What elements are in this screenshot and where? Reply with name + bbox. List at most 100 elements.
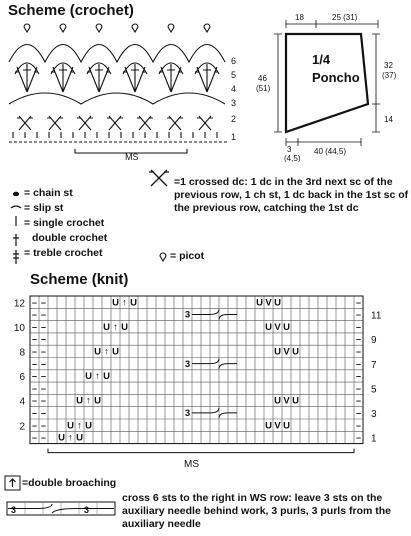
knit-cell-symbol: U [292,396,299,407]
crochet-title: Scheme (crochet) [8,2,134,19]
knit-cell-symbol: – [41,322,46,332]
knit-cell-symbol: – [356,371,361,381]
double-crochet-icon [13,234,19,246]
knit-cell-symbol: – [41,371,46,381]
dim-top-right: 25 (31) [332,13,358,22]
knit-cell-symbol: U [103,322,110,333]
knit-cell-symbol: – [356,383,361,393]
knit-cell-symbol: U [94,347,101,358]
double-broaching-icon [4,475,21,491]
knit-cell-symbol: – [32,408,37,418]
knit-cell-symbol: U [112,297,119,308]
knit-cell-symbol: U [85,420,92,431]
cross-cable-num-left: 3 [11,505,16,515]
cable-cross-line [192,407,237,419]
dim-bottom-c: 40 (44,5) [314,147,346,156]
knit-cell-symbol: – [41,420,46,430]
knit-cell-symbol: U [130,297,137,308]
knit-cell-symbol: U [76,396,83,407]
knit-cell-symbol: V [274,322,281,333]
dim-left-a: 46 [258,74,267,83]
knit-cell-symbol: U [85,371,92,382]
cross-cable-icon: 3 3 [6,501,116,516]
dim-right-b: (37) [382,71,397,80]
cable-cross-line [192,358,237,369]
knit-cell-symbol: U [112,347,119,358]
knit-cell-symbol: U [121,322,128,333]
knit-cell-symbol: U [76,433,83,444]
crochet-row-5: 5 [231,70,236,80]
knit-cell-symbol: ↑ [104,347,109,358]
knit-cell-symbol: – [32,396,37,406]
knit-row-number-right: 1 [371,434,377,445]
knit-row-number-right: 7 [371,360,377,371]
slip-icon [10,205,22,209]
knit-cell-symbol: – [41,433,46,443]
knit-cell-symbol: – [41,408,46,418]
crochet-row-6: 6 [231,56,236,66]
crossed-dc-icon [149,169,169,187]
knit-row-number-right: 5 [371,384,377,395]
knit-cell-symbol: – [32,347,37,357]
knit-cell-symbol: – [41,334,46,344]
knit-cell-symbol: V [274,420,281,431]
knit-cell-symbol: U [283,420,290,431]
legend-double-broaching: =double broaching [22,477,117,489]
knit-cell-symbol: – [32,383,37,393]
dim-top-left: 18 [295,13,304,22]
knit-cell-symbol: U [274,396,281,407]
knit-row-number-right: 11 [371,311,382,322]
picot-row [23,23,211,34]
knit-title: Scheme (knit) [30,271,129,288]
knit-cell-symbol: ↑ [77,420,82,431]
legend-chain: = chain st [24,187,73,199]
knit-cell-symbol: – [41,396,46,406]
knit-cell-symbol: ↑ [113,322,118,333]
picot-icon [159,252,167,263]
knit-row-number-left: 6 [19,372,25,383]
knit-cell-symbol: U [94,396,101,407]
cross-cable-num-right: 3 [84,505,89,515]
crochet-ms-label: MS [125,152,139,162]
knit-cell-symbol: – [356,408,361,418]
knit-cell-symbol: – [356,347,361,357]
knit-cell-symbol: – [356,334,361,344]
poncho-outline [284,32,370,134]
knit-cell-symbol: V [283,347,290,358]
poncho-label-2: Poncho [312,70,360,85]
knit-cell-symbol: U [103,371,110,382]
knit-cell-symbol: ↑ [95,371,100,382]
knit-row-number-left: 4 [19,397,25,408]
poncho-label-1: 1/4 [312,52,331,67]
treble-crochet-icon [13,250,19,264]
dim-bottom-b: (4,5) [284,154,301,162]
knit-chart-border [29,295,364,445]
knit-cell-symbol: – [356,359,361,369]
legend-double: double crochet [32,232,108,244]
dim-left-b: (51) [256,84,271,93]
knit-cell-symbol: – [356,310,361,320]
knit-cell-symbol: ↑ [86,396,91,407]
knit-cell-symbol: – [41,347,46,357]
knit-cell-symbol: V [265,297,272,308]
crochet-row-2: 2 [231,114,236,124]
knit-ms-label: MS [184,459,199,470]
knit-cell-symbol: U [274,297,281,308]
knit-cell-symbol: – [32,334,37,344]
crossed-dc-row [17,115,213,131]
knit-row-number-left: 10 [14,323,26,334]
knit-cell-symbol: 3 [185,359,190,370]
knit-row-number-right: 9 [371,335,377,346]
crochet-row-3: 3 [231,98,236,108]
dim-right-low: 14 [384,115,393,124]
crochet-row-1: 1 [231,132,236,142]
knit-row-number-left: 2 [19,421,25,432]
poncho-schematic: 18 25 (31) 46 (51) 32 (37) 14 3 (4,5) 40… [256,13,397,162]
knit-cell-symbol: U [256,297,263,308]
knit-cell-symbol: – [356,322,361,332]
dim-bottom-a: 3 [287,145,292,154]
knit-cell-symbol: – [32,371,37,381]
crochet-row-4: 4 [231,84,236,94]
knit-ms-bracket [47,448,355,454]
